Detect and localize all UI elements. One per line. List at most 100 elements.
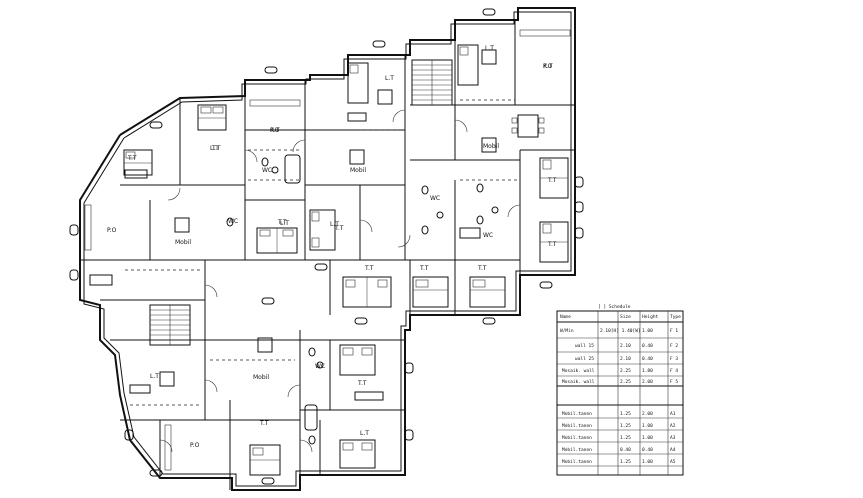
bed-icon bbox=[309, 209, 336, 251]
svg-text:Mobil.tanen: Mobil.tanen bbox=[562, 435, 592, 441]
room-label: WC bbox=[262, 167, 272, 174]
svg-text:A3: A3 bbox=[670, 435, 676, 441]
bed-icon bbox=[469, 276, 506, 308]
svg-text:2.00: 2.00 bbox=[642, 411, 653, 417]
bed-icon bbox=[347, 62, 369, 104]
svg-text:0.40: 0.40 bbox=[620, 447, 631, 453]
schedule-row: F 4 1.80 2.25 Mosaik. wall bbox=[562, 368, 678, 374]
kitchen-counter bbox=[84, 204, 92, 251]
svg-text:2.10: 2.10 bbox=[620, 343, 631, 349]
room-label: WC bbox=[483, 232, 493, 239]
svg-text:1.00: 1.00 bbox=[642, 423, 653, 429]
schedule-row: A3 1.00 1.25 Mobil.tanen bbox=[562, 435, 676, 441]
sink-icon bbox=[436, 211, 444, 219]
table-icon bbox=[174, 217, 190, 233]
doors bbox=[159, 109, 521, 453]
sink-icon bbox=[491, 206, 499, 214]
svg-text:0.40: 0.40 bbox=[642, 447, 653, 453]
toilet-icon bbox=[476, 183, 484, 193]
room-label: Mobil bbox=[483, 143, 499, 150]
schedule-header: Name bbox=[560, 314, 571, 320]
svg-text:Mobil.tanen: Mobil.tanen bbox=[562, 447, 592, 453]
bed-icon bbox=[412, 276, 449, 308]
room-label: K.T bbox=[543, 63, 553, 70]
sofa-icon bbox=[347, 112, 367, 122]
bed-icon bbox=[339, 439, 376, 469]
toilet-icon bbox=[421, 185, 429, 195]
beds bbox=[123, 44, 569, 476]
schedule-row: A4 0.40 0.40 Mobil.tanen bbox=[562, 447, 676, 453]
bed-icon bbox=[539, 157, 569, 199]
bath-fixtures bbox=[226, 154, 499, 445]
bathtub-icon bbox=[284, 154, 301, 184]
svg-text:Mobil.tanen: Mobil.tanen bbox=[562, 411, 592, 417]
bed-icon bbox=[539, 221, 569, 263]
room-label: L.T bbox=[330, 221, 339, 228]
svg-text:1.25: 1.25 bbox=[620, 459, 631, 465]
room-label: T.T bbox=[547, 177, 557, 184]
room-label: T.T bbox=[364, 265, 374, 272]
toilet-icon bbox=[261, 157, 269, 167]
svg-text:1.00: 1.00 bbox=[642, 328, 653, 334]
svg-text:0.40: 0.40 bbox=[642, 356, 653, 362]
toilet-icon bbox=[226, 217, 234, 227]
svg-text:2.25: 2.25 bbox=[620, 368, 631, 374]
bed-icon bbox=[249, 444, 281, 476]
room-label: T.T bbox=[419, 265, 429, 272]
room-label: Mobil bbox=[253, 374, 269, 381]
room-label: Mobil bbox=[175, 239, 191, 246]
svg-text:A4: A4 bbox=[670, 447, 676, 453]
room-label: K.T bbox=[270, 127, 280, 134]
schedule-title: [ ] Schedule bbox=[598, 304, 631, 310]
svg-text:1.25: 1.25 bbox=[620, 411, 631, 417]
bed-icon bbox=[342, 276, 392, 308]
room-label: L.T bbox=[485, 45, 494, 52]
svg-text:F 2: F 2 bbox=[670, 343, 678, 349]
svg-text:1.25: 1.25 bbox=[620, 435, 631, 441]
table-icon bbox=[481, 137, 497, 153]
bed-icon bbox=[457, 44, 479, 86]
staircase-top bbox=[411, 59, 453, 106]
room-label: T.T bbox=[547, 241, 557, 248]
svg-text:2.10[H] 1.40[W]: 2.10[H] 1.40[W] bbox=[600, 328, 641, 334]
schedule-row: F 3 0.40 2.10 wall 25 bbox=[575, 356, 678, 362]
room-label: WC bbox=[315, 363, 325, 370]
room-label: T.T bbox=[277, 219, 287, 226]
room-label: T.T bbox=[259, 420, 269, 427]
room-label: L.T bbox=[385, 75, 394, 82]
svg-text:F 4: F 4 bbox=[670, 368, 678, 374]
schedule-row: F 1 1.00 2.10[H] 1.40[W] W/Min bbox=[560, 328, 678, 334]
room-label: L.T bbox=[280, 220, 289, 227]
room-label: T.T bbox=[334, 225, 344, 232]
table-icon bbox=[349, 149, 365, 165]
svg-text:W/Min: W/Min bbox=[560, 328, 574, 334]
sofa-icon bbox=[354, 391, 384, 401]
room-label: Mobil bbox=[350, 167, 366, 174]
svg-text:wall 15: wall 15 bbox=[575, 343, 594, 349]
room-labels: T.T T.T T.T T.T T.T T.T T.T T.T T.T T.T … bbox=[107, 45, 557, 449]
svg-text:Mosaik. wall: Mosaik. wall bbox=[562, 379, 595, 385]
svg-text:F 1: F 1 bbox=[670, 328, 678, 334]
svg-text:wall 25: wall 25 bbox=[575, 356, 594, 362]
svg-text:F 5: F 5 bbox=[670, 379, 678, 385]
schedule-row: F 5 2.00 2.25 Mosaik. wall bbox=[562, 379, 678, 385]
bed-icon bbox=[256, 227, 298, 254]
tag-markers bbox=[69, 8, 584, 485]
room-label: L.T bbox=[150, 373, 159, 380]
bed-icon bbox=[123, 149, 153, 176]
svg-text:2.25: 2.25 bbox=[620, 379, 631, 385]
table-icon bbox=[481, 49, 497, 65]
dining-table-icon bbox=[511, 114, 545, 138]
room-label: P.O bbox=[270, 127, 280, 134]
kitchen-counter bbox=[519, 29, 571, 37]
toilet-icon bbox=[476, 215, 484, 225]
sofa-icon bbox=[129, 384, 151, 394]
toilet-icon bbox=[308, 435, 316, 445]
bed-icon bbox=[197, 104, 227, 131]
schedule-row: F 2 0.40 2.10 wall 15 bbox=[575, 343, 678, 349]
table-icon bbox=[257, 337, 273, 353]
svg-text:1.25: 1.25 bbox=[620, 423, 631, 429]
svg-text:2.00: 2.00 bbox=[642, 379, 653, 385]
svg-text:Mobil.tanen: Mobil.tanen bbox=[562, 423, 592, 429]
